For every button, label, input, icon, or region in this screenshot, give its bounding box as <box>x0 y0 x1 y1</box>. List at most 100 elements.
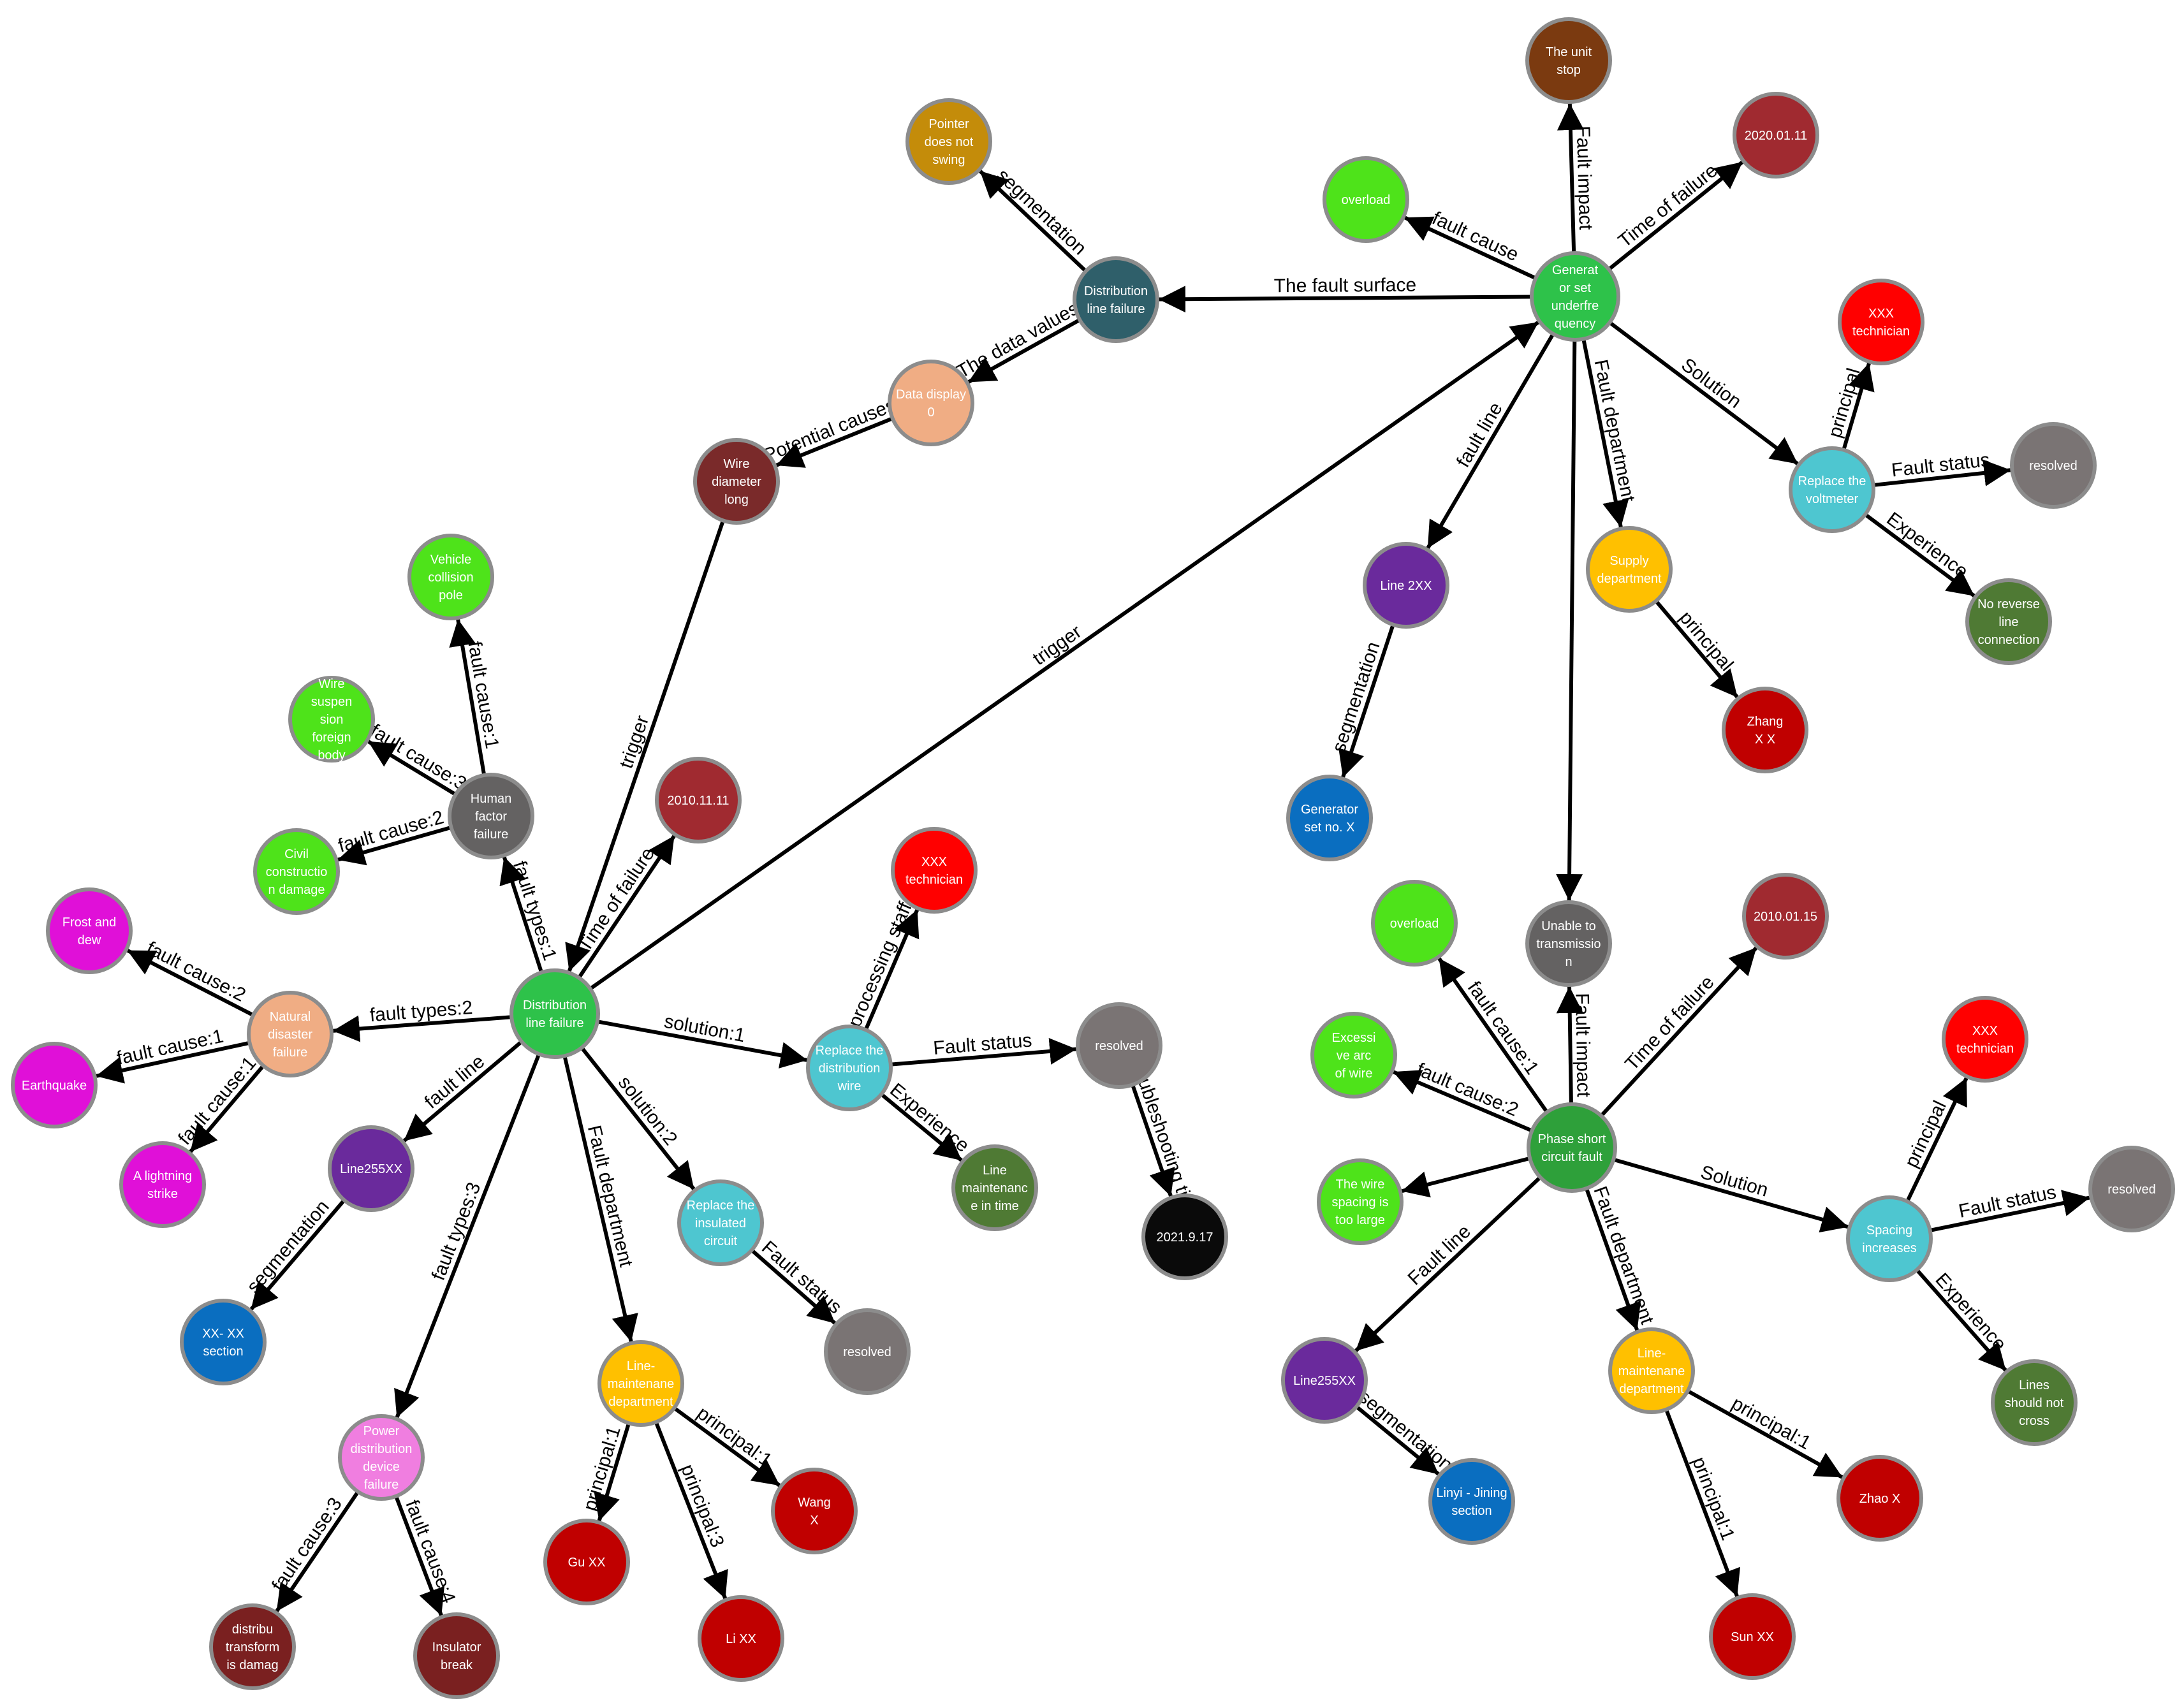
node-line2xx[interactable]: Line 2XX <box>1363 542 1449 629</box>
node-overload2[interactable]: overload <box>1371 880 1458 967</box>
node-circle[interactable] <box>1371 880 1458 967</box>
node-circle[interactable] <box>1073 256 1159 343</box>
node-circle[interactable] <box>1846 1195 1933 1282</box>
node-circle[interactable] <box>180 1299 267 1385</box>
node-circle[interactable] <box>119 1141 206 1228</box>
node-circle[interactable] <box>888 360 974 446</box>
node-circle[interactable] <box>677 1179 764 1266</box>
node-line255_right[interactable]: Line255XX <box>1281 1337 1368 1424</box>
node-circle[interactable] <box>328 1125 414 1212</box>
node-circle[interactable] <box>1991 1359 2078 1446</box>
node-circle[interactable] <box>407 534 494 620</box>
node-circle[interactable] <box>46 887 133 974</box>
node-circle[interactable] <box>2010 422 2097 509</box>
node-resolved2[interactable]: resolved <box>1076 1002 1162 1089</box>
node-circle[interactable] <box>288 676 375 763</box>
node-d2021[interactable]: 2021.9.17 <box>1141 1193 1228 1280</box>
node-circle[interactable] <box>413 1612 500 1699</box>
node-resolved3[interactable]: resolved <box>824 1308 911 1395</box>
node-circle[interactable] <box>1942 996 2028 1083</box>
node-circle[interactable] <box>824 1308 911 1395</box>
node-circle[interactable] <box>1530 251 1620 342</box>
node-guxx[interactable]: Gu XX <box>543 1519 630 1605</box>
node-circle[interactable] <box>253 828 340 915</box>
node-circle[interactable] <box>1836 1455 1923 1542</box>
node-circle[interactable] <box>1310 1012 1397 1099</box>
node-circle[interactable] <box>891 827 978 914</box>
node-circle[interactable] <box>509 968 600 1059</box>
node-circle[interactable] <box>1286 775 1373 861</box>
node-zhao[interactable]: Zhao X <box>1836 1455 1923 1542</box>
node-d20200111[interactable]: 2020.01.11 <box>1733 92 1819 179</box>
node-circle[interactable] <box>209 1603 296 1690</box>
node-circle[interactable] <box>1742 873 1829 960</box>
node-circle[interactable] <box>448 773 534 859</box>
node-circle[interactable] <box>1525 900 1612 987</box>
node-line255_left[interactable]: Line255XX <box>328 1125 414 1212</box>
node-circle[interactable] <box>1789 446 1875 533</box>
node-circle[interactable] <box>1965 578 2052 665</box>
node-circle[interactable] <box>247 991 334 1077</box>
node-circle[interactable] <box>1281 1337 1368 1424</box>
node-circle[interactable] <box>1527 1102 1617 1193</box>
node-circle[interactable] <box>1525 17 1612 104</box>
node-d20100115[interactable]: 2010.01.15 <box>1742 873 1829 960</box>
node-circle[interactable] <box>905 98 992 185</box>
node-sun[interactable]: Sun XX <box>1709 1593 1796 1680</box>
node-circle[interactable] <box>693 438 780 525</box>
node-circle[interactable] <box>338 1414 425 1501</box>
node-circle[interactable] <box>771 1468 858 1554</box>
node-resolved4[interactable]: resolved <box>2088 1146 2175 1232</box>
node-circle[interactable] <box>806 1025 893 1111</box>
node-circle[interactable] <box>1141 1193 1228 1280</box>
node-circle[interactable] <box>1586 526 1673 613</box>
node-circle[interactable] <box>698 1595 784 1682</box>
node-circle[interactable] <box>1317 1158 1404 1245</box>
node-circle[interactable] <box>1428 1458 1515 1545</box>
node-circle[interactable] <box>1722 687 1808 773</box>
node-lixx[interactable]: Li XX <box>698 1595 784 1682</box>
node-circle[interactable] <box>11 1042 98 1128</box>
node-circle[interactable] <box>1733 92 1819 179</box>
node-circle[interactable] <box>1709 1593 1796 1680</box>
node-resolved1[interactable]: resolved <box>2010 422 2097 509</box>
node-circle[interactable] <box>597 1340 684 1427</box>
node-circle[interactable] <box>2088 1146 2175 1232</box>
node-circle[interactable] <box>1608 1327 1695 1414</box>
node-earthquake[interactable]: Earthquake <box>11 1042 98 1128</box>
